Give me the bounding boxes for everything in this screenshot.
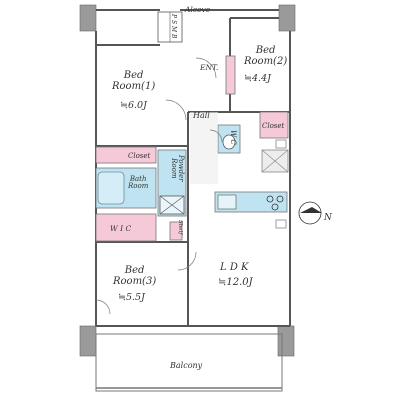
- wc: [217, 124, 241, 154]
- hall-floor: [190, 112, 289, 184]
- powder-room-label: Powder Room: [169, 155, 185, 182]
- walk-in-closet: [95, 213, 157, 242]
- shelf-label: Shelf: [177, 220, 183, 235]
- bed3-size-label: ≒5.5J: [118, 292, 146, 303]
- north-label: N: [323, 213, 333, 223]
- shelf: [169, 221, 183, 241]
- bed1-name-label: Bed Room(1): [112, 70, 156, 92]
- closet-right-label: Closet: [262, 122, 285, 130]
- alcove-label: Alcove: [184, 5, 211, 14]
- bed3-name-label: Bed Room(3): [113, 265, 157, 287]
- balcony-label: Balcony: [169, 361, 203, 370]
- wic-label: W I C: [110, 224, 131, 233]
- bed1-size-label: ≒6.0J: [120, 100, 148, 111]
- closet-right: [259, 111, 289, 139]
- wc-label: W C: [229, 130, 237, 145]
- bed2-size-label: ≒4.4J: [244, 73, 272, 84]
- outlet-marks: [275, 139, 287, 229]
- kitchen-counter: [214, 191, 288, 213]
- ps-mb-label: P S M B: [170, 14, 177, 39]
- ldk-size-label: ≒12.0J: [218, 277, 254, 288]
- entrance-closet: [225, 55, 236, 95]
- bath-room-label: Bath Room: [128, 175, 149, 191]
- north-compass: [298, 201, 322, 225]
- powder-room: [157, 149, 187, 217]
- bath-room: [95, 167, 157, 209]
- hall-label: Hall: [192, 111, 210, 120]
- balcony: [95, 333, 283, 392]
- closet-left: [95, 146, 157, 164]
- closet-left-label: Closet: [128, 152, 151, 160]
- ent-label: ENT.: [199, 63, 218, 72]
- door-swings: [95, 57, 223, 315]
- ldk-name-label: L D K: [219, 262, 249, 273]
- bed2-name-label: Bed Room(2): [244, 45, 288, 67]
- ps-mb-box: [157, 11, 183, 43]
